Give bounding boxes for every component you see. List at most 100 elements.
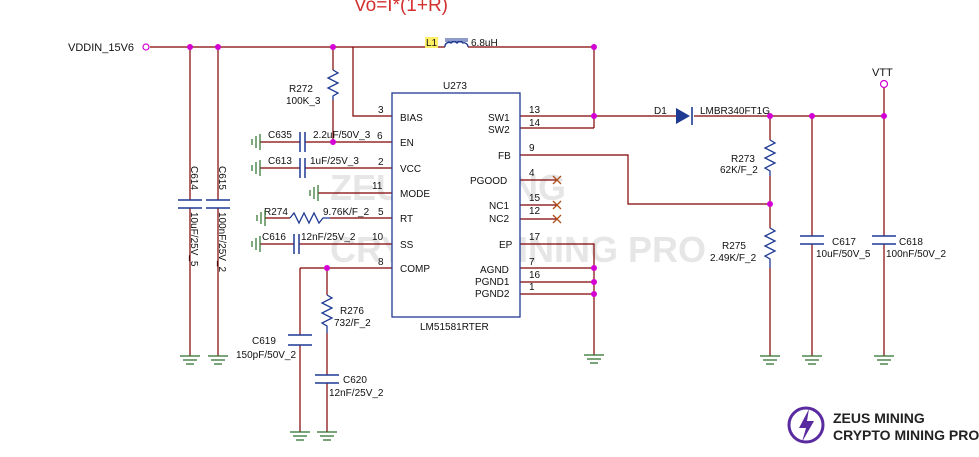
- capacitor-icon: [288, 334, 312, 346]
- capacitor-c619: C619 150pF/50V_2: [236, 334, 312, 361]
- resistor-ref: R273: [731, 154, 755, 165]
- ic-pin-num: 13: [529, 105, 541, 116]
- capacitor-icon: [206, 199, 230, 209]
- ground-icon: [290, 431, 310, 441]
- capacitor-c617: C617 10uF/50V_5: [800, 235, 871, 260]
- diode-part: LMBR340FT1G: [700, 106, 770, 117]
- capacitor-c620: C620 12nF/25V_2: [315, 374, 384, 399]
- ic-pin-name: RT: [400, 214, 413, 225]
- capacitor-icon: [299, 158, 306, 178]
- resistor-ref: R275: [722, 241, 746, 252]
- logo-line1: ZEUS MINING: [833, 410, 925, 426]
- capacitor-c618: C618 100nF/50V_2: [872, 235, 946, 260]
- no-connect-icon: [552, 200, 562, 210]
- ic-pin-num: 17: [529, 232, 541, 243]
- capacitor-c635: C635 2.2uF/50V_3 6: [260, 130, 383, 152]
- ic-pin-name: PGOOD: [470, 176, 507, 187]
- ground-symbols-bottom: [180, 354, 894, 441]
- ic-pin-num: 1: [529, 282, 535, 293]
- resistor-r273: R273 62K/F_2: [720, 139, 777, 176]
- vin-port: VDDIN_15V6: [68, 42, 150, 54]
- capacitor-ref: C617: [832, 237, 856, 248]
- inductor-ref: L1: [426, 38, 438, 49]
- ic-pin-name: EP: [499, 240, 513, 251]
- ic-pin-num: 16: [529, 270, 541, 281]
- ground-icon: [251, 236, 261, 252]
- resistor-ref: R274: [264, 207, 288, 218]
- ic-pin-name: BIAS: [400, 113, 423, 124]
- capacitor-c616: C616 12nF/25V_2: [260, 232, 356, 254]
- ground-icon: [180, 355, 200, 365]
- vtt-label: VTT: [872, 67, 893, 79]
- ic-pin-num: 12: [529, 206, 541, 217]
- resistor-r276: R276 732/F_2: [320, 294, 371, 333]
- ground-icon: [802, 355, 822, 365]
- resistor-icon: [289, 211, 330, 225]
- resistor-value: 100K_3: [286, 96, 321, 107]
- resistor-ref: R272: [289, 84, 313, 95]
- capacitor-icon: [299, 132, 306, 152]
- no-connect-icon: [552, 214, 562, 224]
- no-connect-icon: [552, 175, 562, 185]
- capacitor-value: 150pF/50V_2: [236, 350, 296, 361]
- ground-icon: [251, 134, 261, 150]
- ic-pin-num: 14: [529, 118, 541, 129]
- ic-ref: U273: [443, 81, 467, 92]
- inductor-l1: L1 6.8uH: [425, 37, 498, 49]
- ic-pin-name: PGND1: [475, 277, 510, 288]
- inductor-coil-icon: [444, 41, 469, 48]
- ic-pin-num: 4: [529, 168, 535, 179]
- wires: [150, 46, 885, 432]
- capacitor-ref: C614: [188, 166, 199, 190]
- capacitor-value: 12nF/25V_2: [301, 232, 356, 243]
- diode-ref: D1: [654, 106, 667, 117]
- ic-pin-num: 8: [378, 257, 384, 268]
- ic-part: LM51581RTER: [420, 322, 489, 333]
- resistor-r275: R275 2.49K/F_2: [710, 227, 777, 268]
- capacitor-ref: C635: [268, 130, 292, 141]
- capacitor-icon: [800, 235, 824, 245]
- ic-u273: U273 LM51581RTER 3 BIAS EN 2 VCC 11 MODE…: [372, 81, 541, 333]
- ic-pin-name: COMP: [400, 264, 430, 275]
- capacitor-ref: C619: [252, 336, 276, 347]
- vin-port-icon: [142, 43, 150, 51]
- vin-label: VDDIN_15V6: [68, 42, 134, 54]
- resistor-value: 2.49K/F_2: [710, 253, 757, 264]
- junctions: [187, 44, 887, 297]
- ground-icon: [208, 355, 228, 365]
- resistor-r274: R274 9.76K/F_2: [264, 207, 370, 225]
- resistor-value: 62K/F_2: [720, 165, 758, 176]
- ic-pin-name: SS: [400, 240, 414, 251]
- capacitor-value: 100nF/50V_2: [886, 249, 946, 260]
- no-connect-marks: [552, 175, 562, 224]
- resistor-value: 9.76K/F_2: [323, 207, 370, 218]
- capacitor-icon: [315, 374, 339, 384]
- capacitor-pin: 6: [377, 131, 383, 142]
- capacitor-ref: C618: [899, 237, 923, 248]
- diode-d1: D1 LMBR340FT1G: [654, 106, 770, 125]
- capacitor-value: 12nF/25V_2: [329, 388, 384, 399]
- capacitor-icon: [178, 199, 202, 209]
- ic-pin-num: 10: [372, 232, 384, 243]
- capacitor-value: 10uF/25V_5: [188, 212, 199, 267]
- vtt-port-icon: [879, 79, 889, 89]
- vtt-port: VTT: [872, 67, 893, 89]
- ground-icon: [584, 354, 604, 364]
- ic-pin-name: EN: [400, 138, 414, 149]
- ic-pin-num: 3: [378, 105, 384, 116]
- capacitor-value: 2.2uF/50V_3: [313, 130, 371, 141]
- ground-icon: [760, 355, 780, 365]
- ic-pin-name: FB: [498, 151, 511, 162]
- capacitor-ref: C615: [216, 166, 227, 190]
- resistor-r272: R272 100K_3: [286, 69, 340, 107]
- ground-icon: [256, 210, 266, 226]
- ic-pin-num: 7: [529, 257, 535, 268]
- ic-pin-num: 9: [529, 143, 535, 154]
- diode-icon: [676, 108, 690, 124]
- capacitor-value: 10uF/50V_5: [816, 249, 871, 260]
- capacitor-icon: [293, 234, 300, 254]
- ground-icon: [874, 355, 894, 365]
- inductor-value: 6.8uH: [471, 38, 498, 49]
- capacitor-c615: C615 100nF/25V_2: [206, 166, 230, 272]
- ic-pin-num: 5: [378, 207, 384, 218]
